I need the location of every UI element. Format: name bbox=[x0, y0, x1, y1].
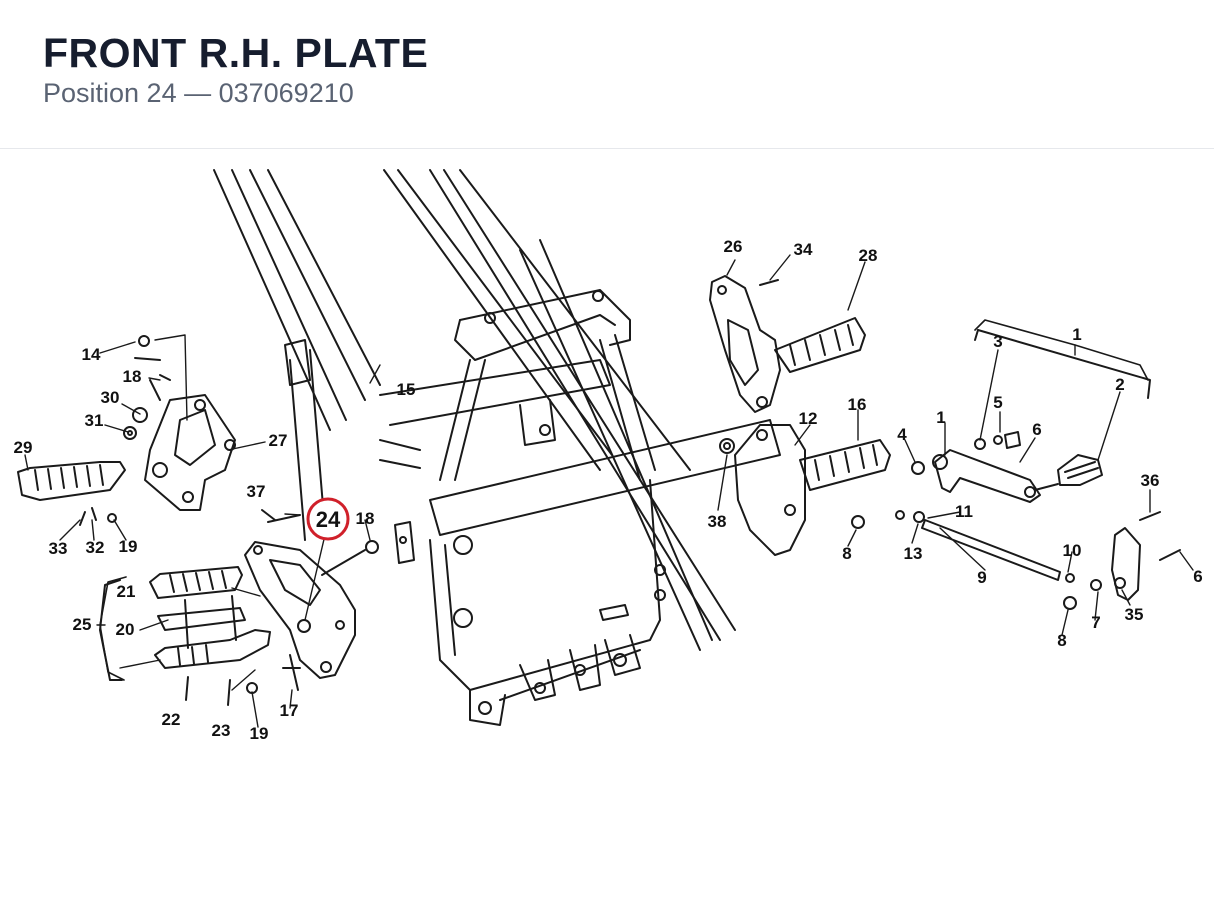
callout-11[interactable]: 11 bbox=[955, 502, 973, 521]
callout-28[interactable]: 28 bbox=[859, 246, 878, 265]
callout-26[interactable]: 26 bbox=[724, 237, 743, 256]
page-header: FRONT R.H. PLATE Position 24 — 037069210 bbox=[0, 0, 1214, 149]
callout-19-front[interactable]: 19 bbox=[250, 724, 269, 743]
callout-32[interactable]: 32 bbox=[86, 538, 105, 557]
callout-21[interactable]: 21 bbox=[117, 582, 136, 601]
highlight-label: 24 bbox=[316, 507, 341, 532]
frame-drawing bbox=[213, 169, 781, 726]
exploded-parts-diagram: 24 1 1 2 3 4 5 6 6 7 8 8 9 10 11 12 13 1… bbox=[14, 169, 1203, 743]
callout-27[interactable]: 27 bbox=[269, 431, 288, 450]
callout-8-lower[interactable]: 8 bbox=[1057, 631, 1066, 650]
page-title: FRONT R.H. PLATE bbox=[43, 30, 429, 76]
callout-13[interactable]: 13 bbox=[904, 544, 923, 563]
callout-3[interactable]: 3 bbox=[993, 332, 1002, 351]
callout-22[interactable]: 22 bbox=[162, 710, 181, 729]
rear-brake-linkage bbox=[851, 329, 1181, 610]
right-footrest-assembly bbox=[709, 275, 891, 556]
callout-4[interactable]: 4 bbox=[897, 425, 907, 444]
callout-leaders bbox=[24, 254, 1194, 728]
highlight-ring bbox=[306, 497, 350, 541]
callout-14[interactable]: 14 bbox=[82, 345, 101, 364]
highlight-marker[interactable]: 24 bbox=[306, 497, 350, 541]
front-rh-plate-assembly bbox=[244, 509, 379, 694]
callout-30[interactable]: 30 bbox=[101, 388, 120, 407]
front-footpeg-assembly bbox=[99, 566, 271, 706]
page-subtitle: Position 24 — 037069210 bbox=[43, 78, 354, 108]
callout-36[interactable]: 36 bbox=[1141, 471, 1160, 490]
callout-19[interactable]: 19 bbox=[119, 537, 138, 556]
callout-7[interactable]: 7 bbox=[1091, 613, 1100, 632]
callout-35[interactable]: 35 bbox=[1125, 605, 1144, 624]
callout-1[interactable]: 1 bbox=[1072, 325, 1081, 344]
callout-6[interactable]: 6 bbox=[1032, 420, 1041, 439]
callout-34[interactable]: 34 bbox=[794, 240, 813, 259]
callout-25[interactable]: 25 bbox=[73, 615, 92, 634]
callout-37[interactable]: 37 bbox=[247, 482, 266, 501]
callout-17[interactable]: 17 bbox=[280, 701, 299, 720]
group-brackets bbox=[99, 319, 1149, 681]
callout-31[interactable]: 31 bbox=[85, 411, 104, 430]
callout-18[interactable]: 18 bbox=[123, 367, 142, 386]
callout-20[interactable]: 20 bbox=[116, 620, 135, 639]
callout-8[interactable]: 8 bbox=[842, 544, 851, 563]
callout-18-front[interactable]: 18 bbox=[356, 509, 375, 528]
callout-10[interactable]: 10 bbox=[1063, 541, 1082, 560]
callout-16[interactable]: 16 bbox=[848, 395, 867, 414]
callout-15[interactable]: 15 bbox=[397, 380, 416, 399]
callout-12[interactable]: 12 bbox=[799, 409, 818, 428]
callout-5[interactable]: 5 bbox=[993, 393, 1002, 412]
callout-1-lever[interactable]: 1 bbox=[936, 408, 945, 427]
callout-9[interactable]: 9 bbox=[977, 568, 986, 587]
callout-6-right[interactable]: 6 bbox=[1193, 567, 1202, 586]
callout-labels: 1 1 2 3 4 5 6 6 7 8 8 9 10 11 12 13 14 1… bbox=[14, 237, 1203, 743]
callout-33[interactable]: 33 bbox=[49, 539, 68, 558]
callout-2[interactable]: 2 bbox=[1115, 375, 1124, 394]
callout-38[interactable]: 38 bbox=[708, 512, 727, 531]
callout-23[interactable]: 23 bbox=[212, 721, 231, 740]
callout-29[interactable]: 29 bbox=[14, 438, 33, 457]
left-footrest-assembly bbox=[17, 335, 236, 526]
